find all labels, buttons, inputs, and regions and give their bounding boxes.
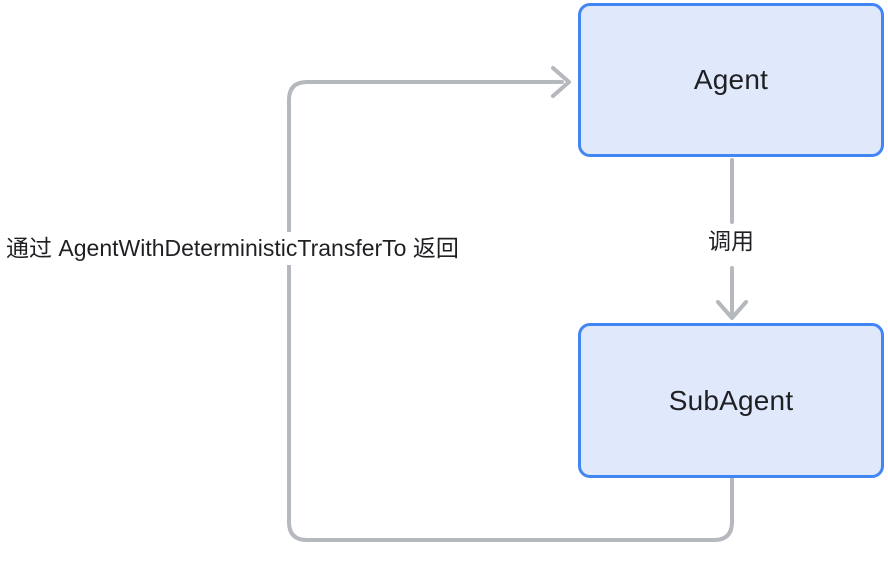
edge-label-return: 通过 AgentWithDeterministicTransferTo 返回	[0, 232, 465, 265]
node-agent-label: Agent	[693, 64, 769, 95]
edge-label-call: 调用	[702, 225, 760, 258]
node-agent[interactable]: Agent	[578, 3, 884, 157]
arrowhead-down-icon	[716, 300, 748, 320]
arrowhead-right-icon	[551, 66, 571, 98]
node-subagent[interactable]: SubAgent	[578, 323, 884, 478]
node-subagent-label: SubAgent	[668, 384, 794, 416]
